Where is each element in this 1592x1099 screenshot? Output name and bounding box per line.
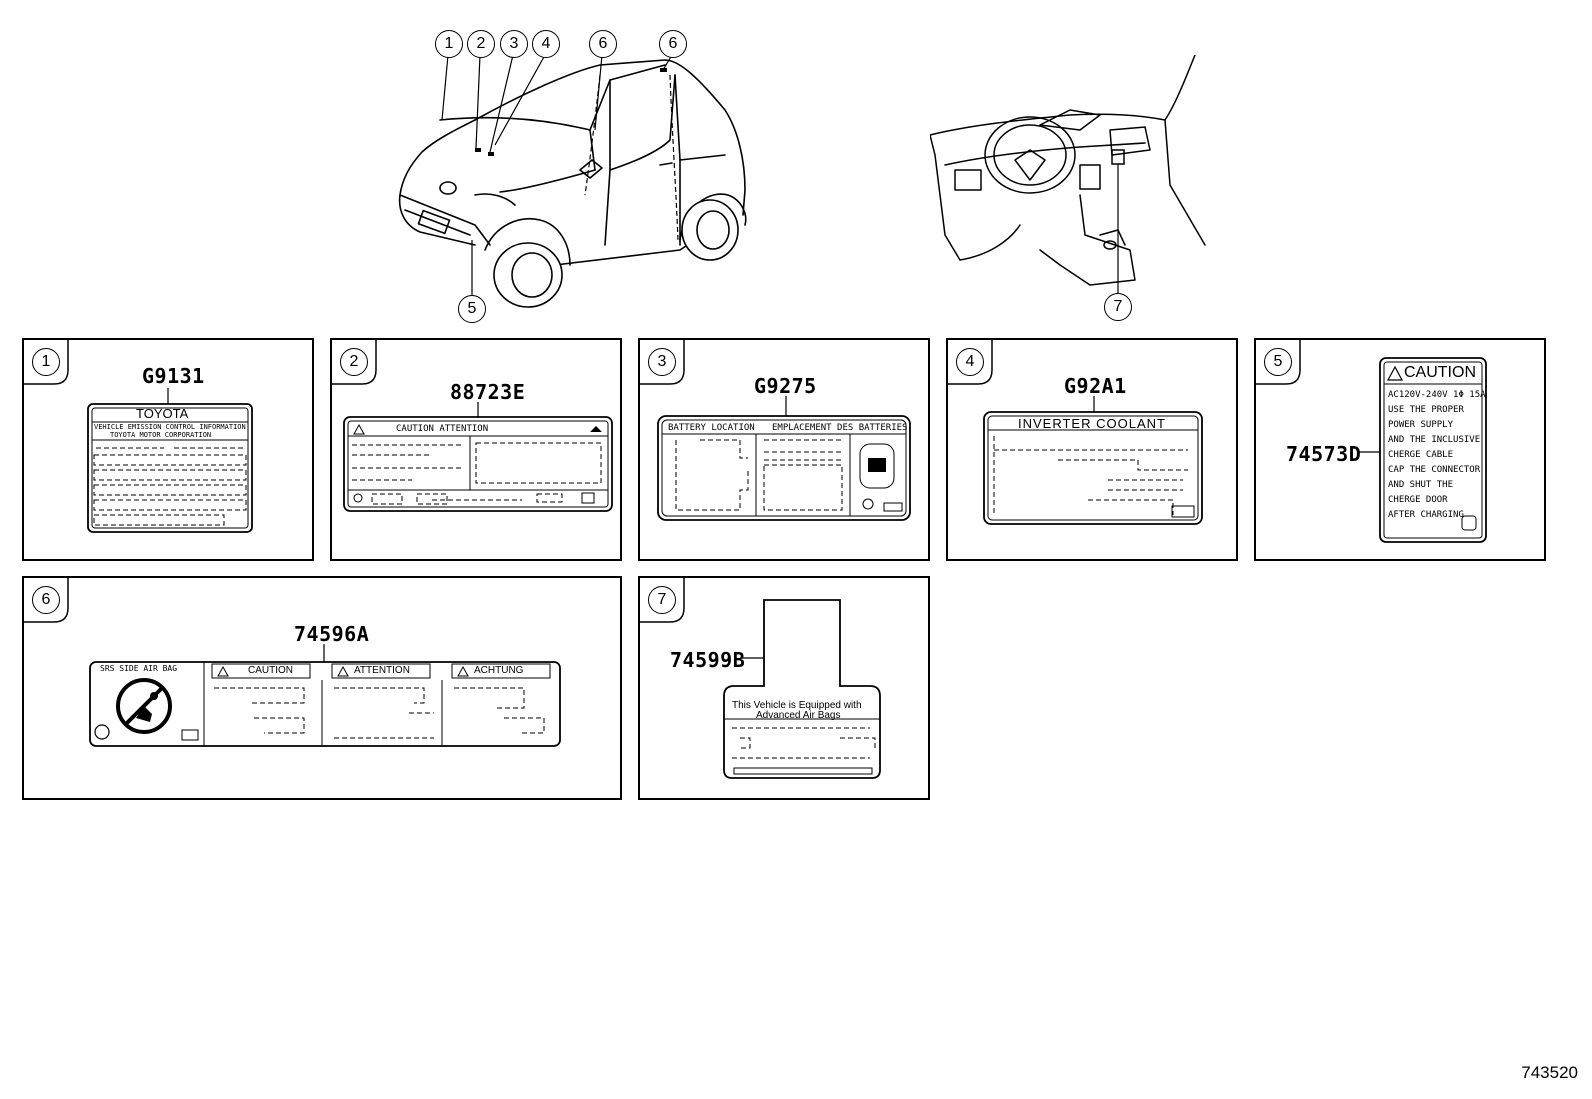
callout-bubble: 3 (500, 30, 528, 58)
callout-bubble: 7 (648, 586, 676, 614)
advanced-airbag-label-drawing (723, 599, 881, 779)
label-panel-1: 1 G9131 TOYOTA VEHICLE EMISSION CONTROL … (22, 338, 314, 561)
label-text-line: USE THE PROPER (1388, 405, 1464, 415)
label-text-line: AFTER CHARGING (1388, 510, 1464, 520)
callout-bubble: 1 (435, 30, 463, 58)
label-text-line: TOYOTA MOTOR CORPORATION (110, 431, 212, 439)
part-number: 74596A (294, 622, 370, 646)
label-text-line: Advanced Air Bags (756, 710, 841, 721)
label-text-achtung: ACHTUNG (474, 665, 524, 676)
label-text-attention: ATTENTION (354, 665, 410, 676)
part-number: 74599B (670, 648, 746, 672)
callout-bubble: 4 (956, 348, 984, 376)
label-text-line: AC120V-240V 1Φ 15A (1388, 390, 1486, 400)
label-panel-4: 4 G92A1 INVERTER COOLANT (946, 338, 1238, 561)
callout-tab-icon (1256, 340, 1301, 385)
side-airbag-label-drawing (89, 644, 561, 747)
label-text-left: BATTERY LOCATION (668, 423, 755, 433)
label-text-srs: SRS SIDE AIR BAG (100, 664, 178, 673)
label-header-text: CAUTION (1404, 364, 1476, 381)
label-panel-2: 2 88723E CAUTION ATTENTION (330, 338, 622, 561)
callout-bubble: 6 (32, 586, 60, 614)
callout-bubble: 6 (659, 30, 687, 58)
label-panel-5: 5 74573D CAUTION AC120V-240V 1Φ 15A USE … (1254, 338, 1546, 561)
label-brand-text: TOYOTA (136, 406, 189, 421)
car-drawing (398, 54, 747, 308)
callout-tab-icon (640, 578, 685, 623)
callout-bubble: 5 (1264, 348, 1292, 376)
label-text-line: CAP THE CONNECTOR (1388, 465, 1481, 475)
dashboard-overview-illustration: 7 (929, 54, 1220, 330)
car-overview-illustration: 1 2 3 4 6 6 5 (380, 20, 780, 330)
label-panel-3: 3 G9275 BATTERY LOCATION EMPLACEMENT DES… (638, 338, 930, 561)
callout-bubble: 5 (458, 295, 486, 323)
callout-tab-icon (640, 340, 685, 385)
part-number: 88723E (450, 380, 526, 404)
label-text-caution: CAUTION (248, 665, 293, 676)
part-number: G9275 (754, 374, 817, 398)
coolant-label-drawing (983, 396, 1203, 525)
dashboard-drawing (929, 54, 1206, 293)
charging-caution-label-drawing (1358, 357, 1487, 543)
part-number: 74573D (1286, 442, 1362, 466)
callout-tab-icon (332, 340, 377, 385)
label-text-right: EMPLACEMENT DES BATTERIES (772, 423, 908, 433)
caution-label-drawing (343, 402, 613, 512)
diagram-id: 743520 (1521, 1063, 1578, 1082)
callout-bubble: 7 (1104, 293, 1132, 321)
callout-tab-icon (24, 578, 69, 623)
label-text-line: CHERGE DOOR (1388, 495, 1448, 505)
callout-bubble: 2 (467, 30, 495, 58)
part-number: G92A1 (1064, 374, 1127, 398)
callout-tab-icon (24, 340, 69, 385)
callout-bubble: 6 (589, 30, 617, 58)
callout-bubble: 1 (32, 348, 60, 376)
callout-bubble: 4 (532, 30, 560, 58)
label-panel-7: 7 74599B This Vehicle is Equipped with A… (638, 576, 930, 800)
battery-label-drawing (657, 396, 911, 521)
label-header-text: CAUTION ATTENTION (396, 424, 489, 434)
label-text-line: AND THE INCLUSIVE (1388, 435, 1481, 445)
label-panel-6: 6 74596A SRS SIDE AIR BAG CAUTION ATTENT… (22, 576, 622, 800)
part-number: G9131 (142, 364, 205, 388)
label-text-line: This Vehicle is Equipped with (732, 700, 862, 711)
label-text-line: AND SHUT THE (1388, 480, 1454, 490)
label-text-line: POWER SUPPLY (1388, 420, 1454, 430)
callout-bubble: 2 (340, 348, 368, 376)
label-text-line: VEHICLE EMISSION CONTROL INFORMATION (94, 423, 246, 431)
callout-tab-icon (948, 340, 993, 385)
label-header-text: INVERTER COOLANT (1018, 416, 1166, 431)
label-text-line: CHERGE CABLE (1388, 450, 1454, 460)
emission-label-drawing (87, 388, 253, 533)
callout-bubble: 3 (648, 348, 676, 376)
